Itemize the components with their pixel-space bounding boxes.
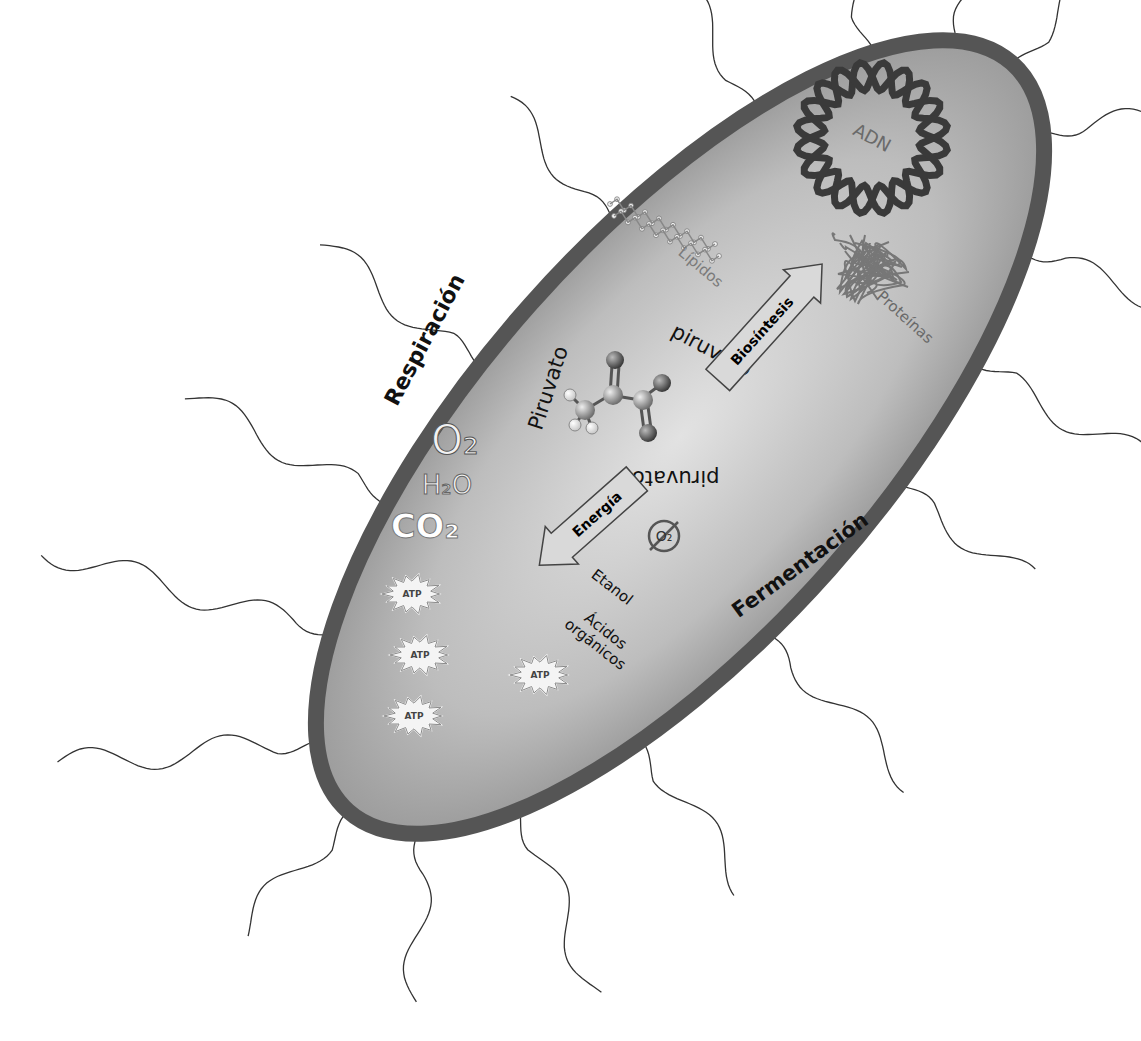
dna-strand [797,63,947,213]
flagellum [1015,0,1115,60]
atp-burst: ATP [382,574,442,614]
flagellum [511,96,611,216]
protein-ribbon [846,242,906,296]
molecule-formula: O₂ [431,417,479,463]
flagellum [248,814,345,936]
flagellum [185,398,383,503]
atp-burst: ATP [384,696,444,736]
energy-label: ATP [404,711,423,721]
dna-ring [797,63,947,213]
flagellum [520,814,601,993]
molecule-formula: CO₂ [391,507,460,546]
atp-burst: ATP [390,635,450,675]
atp-burst: ATP [510,655,570,695]
lipid-chain [608,197,722,263]
cell-envelope [198,0,1141,944]
energy-label: ATP [410,650,429,660]
flagellum [1047,109,1141,136]
pyruvate-molecule [564,351,671,442]
flagellum [644,744,734,896]
flagellum [953,0,978,37]
flagellum [772,636,904,792]
flagellum [41,0,1141,1002]
molecule-formula: O₂ [656,528,673,544]
flagellum [640,0,756,104]
flagellum [41,555,326,634]
flagellum [811,0,873,48]
molecule-formula: H₂O [422,471,472,501]
dna-strand [797,63,947,213]
energy-label: ATP [530,670,549,680]
flagellum [903,486,1036,569]
flagellum [403,838,431,1002]
flagellum [1028,256,1141,309]
energy-label: ATP [402,589,421,599]
protein-ribbon [838,235,901,301]
flagellum [978,368,1141,484]
flagellum [58,735,313,770]
protein-ribbon [833,233,910,304]
no-oxygen-symbol [649,521,679,551]
molecule-name: piruvato [632,466,720,490]
